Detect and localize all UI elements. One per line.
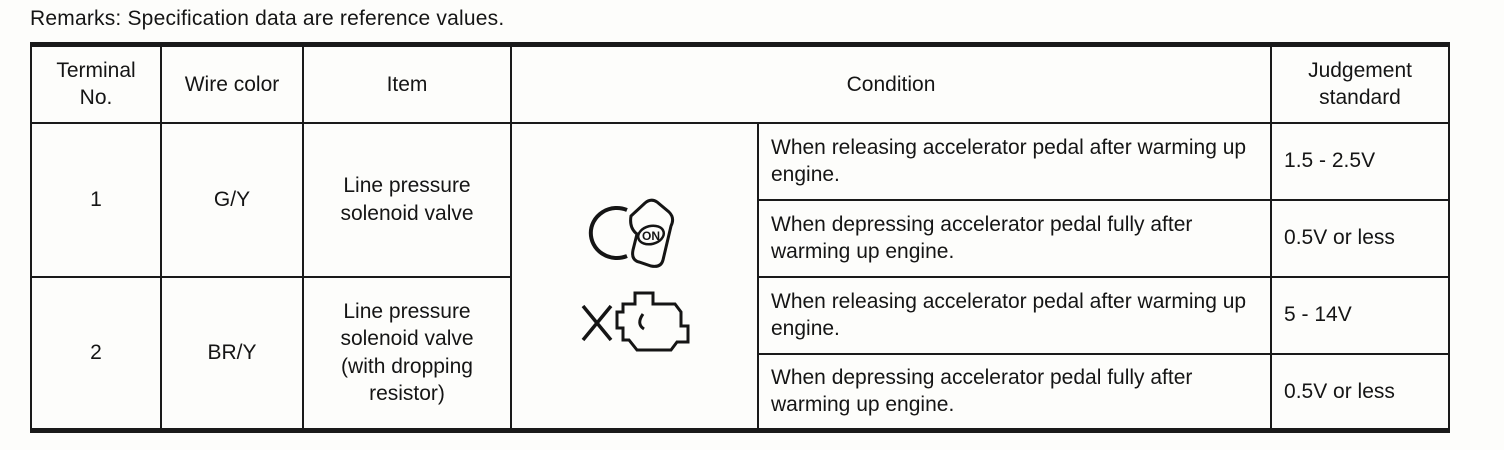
condition-text-1b: When depressing accelerator pedal fully … (756, 198, 1273, 278)
table-row: When depressing accelerator pedal fully … (31, 352, 1451, 432)
judgement-2a: 5 - 14V (1270, 275, 1451, 355)
wire-color-1: G/Y (160, 121, 304, 278)
item-1: Line pressure solenoid valve (302, 121, 512, 278)
table-row: 2 BR/Y Line pressure solenoid valve (wit… (30, 275, 1451, 432)
table-row: 1 G/Y Line pressure solenoid valve ON (30, 121, 1451, 432)
header-wire-color: Wire color (160, 43, 304, 124)
specification-table: Terminal No. Wire color Item Condition J… (30, 42, 1451, 433)
condition-icons-cell: ON (510, 121, 759, 432)
judgement-2b: 0.5V or less (1270, 352, 1451, 432)
header-judgement-standard: Judgement standard (1270, 43, 1451, 124)
header-terminal-no: Terminal No. (30, 43, 162, 124)
item-2: Line pressure solenoid valve (with dropp… (302, 275, 512, 432)
table-header-row: Terminal No. Wire color Item Condition J… (30, 43, 1451, 124)
judgement-1b: 0.5V or less (1270, 198, 1451, 278)
ignition-key-on-icon: ON (588, 198, 674, 268)
terminal-no-2: 2 (30, 275, 162, 432)
table-row: When depressing accelerator pedal fully … (31, 198, 1451, 278)
judgement-1a: 1.5 - 2.5V (1270, 121, 1451, 201)
engine-not-running-icon (581, 291, 689, 352)
remarks-text: Remarks: Specification data are referenc… (30, 7, 505, 30)
header-item: Item (302, 43, 512, 124)
terminal-no-1: 1 (30, 121, 162, 278)
condition-text-2a: When releasing accelerator pedal after w… (756, 275, 1273, 355)
condition-text-1a: When releasing accelerator pedal after w… (756, 121, 1273, 201)
icon-stack: ON (524, 194, 745, 358)
header-condition: Condition (509, 43, 1273, 124)
condition-text-2b: When depressing accelerator pedal fully … (756, 352, 1273, 432)
wire-color-2: BR/Y (160, 275, 304, 432)
key-on-label: ON (642, 229, 660, 243)
